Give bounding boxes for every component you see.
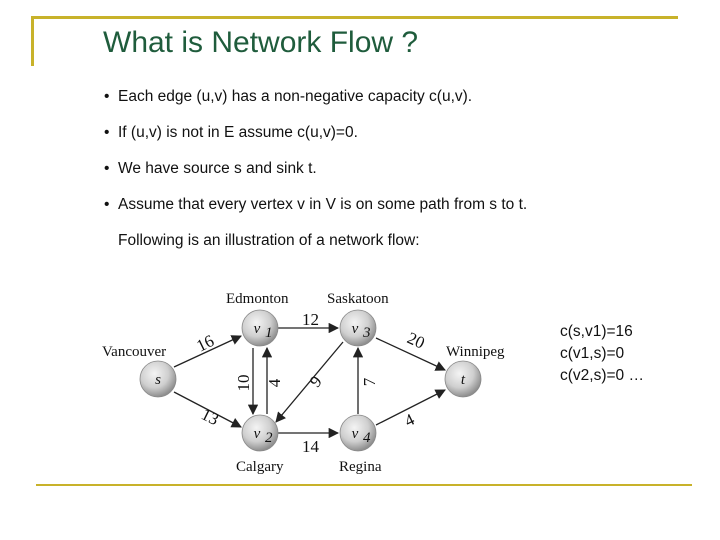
bullet-text: If (u,v) is not in E assume c(u,v)=0. [118,124,358,141]
capacity-notes: c(s,v1)=16 c(v1,s)=0 c(v2,s)=0 … [560,321,644,387]
vertex-subscript: 3 [362,325,371,341]
vertex-subscript: 1 [265,325,273,341]
network-flow-diagram: s v 1 v 2 v 3 v 4 16 13 12 10 4 9 7 14 2… [139,309,426,456]
vertex-label: v [352,321,359,337]
vertex-v2: v 2 [241,414,279,452]
capacity-note: c(v1,s)=0 [560,345,625,362]
capacity-v4-v3: 7 [360,377,379,386]
bullet-dot: • [104,160,110,177]
vertex-label: v [254,426,261,442]
vertex-subscript: 2 [265,430,273,446]
city-edmonton: Edmonton [226,291,289,307]
city-winnipeg: Winnipeg [446,344,505,360]
capacity-v1-v2: 10 [234,375,253,392]
vertex-v4: v 4 [339,414,377,452]
bullet-list: • Each edge (u,v) has a non-negative capa… [104,86,527,230]
vertex-v3: v 3 [339,309,377,347]
edge-group-overlay [375,337,446,426]
frame-left-rule [31,16,34,66]
edge-v3-t-arrow [375,337,446,371]
slide-title: What is Network Flow ? [103,26,419,59]
bullet-item: • If (u,v) is not in E assume c(u,v)=0. [104,122,527,158]
bullet-text: We have source s and sink t. [118,160,317,177]
capacity-note: c(s,v1)=16 [560,323,633,340]
vertex-label-t: t [461,372,466,388]
city-saskatoon: Saskatoon [327,291,389,307]
illustration-caption: Following is an illustration of a networ… [118,232,420,249]
bullet-dot: • [104,124,110,141]
edge-s-v2 [173,391,242,428]
bullet-text: Assume that every vertex v in V is on so… [118,196,528,213]
capacity-v3-t: 20 [404,328,426,352]
capacity-v2-v1: 4 [265,378,284,387]
bullet-item: • We have source s and sink t. [104,158,527,194]
vertex-subscript: 4 [363,430,371,446]
bullet-text: Each edge (u,v) has a non-negative capac… [118,88,473,105]
vertex-s: s [139,360,177,398]
frame-top-rule [31,16,678,19]
bullet-dot: • [104,88,110,105]
vertex-label: v [254,321,261,337]
bullet-item: • Assume that every vertex v in V is on s… [104,194,527,230]
capacity-note: c(v2,s)=0 … [560,367,644,384]
capacity-s-v2: 13 [198,405,222,430]
city-calgary: Calgary [236,459,284,475]
city-vancouver: Vancouver [102,344,166,360]
frame-bottom-rule [36,484,692,486]
city-regina: Regina [339,459,382,475]
bullet-dot: • [104,196,110,213]
edge-v3-v2 [275,341,344,423]
vertex-v1: v 1 [241,309,279,347]
vertex-t-overlay: t [444,360,482,398]
capacity-v1-v3: 12 [302,310,319,329]
vertex-label: s [155,372,161,388]
capacity-s-v1: 16 [193,331,217,356]
edge-s-v1 [173,335,242,368]
bullet-item: • Each edge (u,v) has a non-negative capa… [104,86,527,122]
edge-v4-t-arrow [375,389,446,426]
capacity-v2-v4: 14 [302,437,320,456]
vertex-label: v [352,426,359,442]
edge-group [173,322,364,439]
